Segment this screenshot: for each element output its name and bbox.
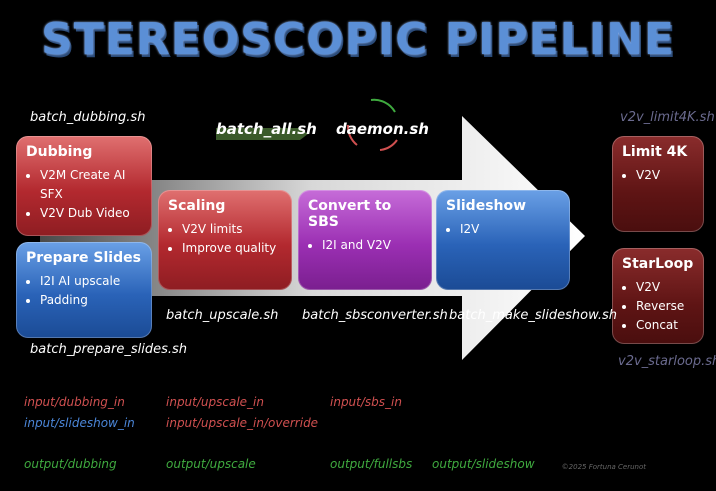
scaling-item: Improve quality xyxy=(182,239,282,258)
script-v2v-limit4k: v2v_limit4K.sh xyxy=(620,110,715,125)
limit4k-title: Limit 4K xyxy=(622,144,688,160)
prepare-slides-title: Prepare Slides xyxy=(26,250,141,266)
script-daemon: daemon.sh xyxy=(336,120,429,138)
prepare-slides-box: Prepare Slides I2I AI upscale Padding xyxy=(16,242,152,338)
script-batch-dubbing: batch_dubbing.sh xyxy=(30,110,146,125)
script-batch-make-slideshow: batch_make_slideshow.sh xyxy=(449,308,618,323)
scaling-box: Scaling V2V limits Improve quality xyxy=(158,190,292,290)
slideshow-title: Slideshow xyxy=(446,198,527,214)
limit4k-item: V2V xyxy=(636,166,694,185)
script-batch-prepare-slides: batch_prepare_slides.sh xyxy=(30,342,188,357)
input-sbs-folder: input/sbs_in xyxy=(330,395,402,409)
copyright: ©2025 Fortuna Cerunot xyxy=(561,463,646,471)
output-dubbing-folder: output/dubbing xyxy=(24,457,117,471)
daemon-cycle-icon xyxy=(346,98,398,151)
input-dubbing-folder: input/dubbing_in xyxy=(24,395,125,409)
script-batch-sbsconverter: batch_sbsconverter.sh xyxy=(302,308,448,323)
starloop-title: StarLoop xyxy=(622,256,694,272)
slideshow-box: Slideshow I2V xyxy=(436,190,570,290)
dubbing-title: Dubbing xyxy=(26,144,93,160)
script-v2v-starloop: v2v_starloop.sh xyxy=(618,354,716,369)
scaling-title: Scaling xyxy=(168,198,226,214)
scaling-item: V2V limits xyxy=(182,220,282,239)
script-batch-all: batch_all.sh xyxy=(216,120,317,138)
starloop-item: Reverse xyxy=(636,297,694,316)
batch-all-flow-icon xyxy=(216,128,308,140)
output-slideshow-folder: output/slideshow xyxy=(432,457,535,471)
prepare-item: I2I AI upscale xyxy=(40,272,142,291)
dubbing-item: V2V Dub Video xyxy=(40,204,142,223)
prepare-item: Padding xyxy=(40,291,142,310)
sbs-item: I2I and V2V xyxy=(322,236,422,255)
dubbing-item: V2M Create AI SFX xyxy=(40,166,142,204)
dubbing-box: Dubbing V2M Create AI SFX V2V Dub Video xyxy=(16,136,152,236)
sbs-title: Convert to SBS xyxy=(308,198,392,230)
sbs-box: Convert to SBS I2I and V2V xyxy=(298,190,432,290)
page-title: STEREOSCOPIC PIPELINE xyxy=(41,14,675,65)
slideshow-item: I2V xyxy=(460,220,560,239)
starloop-box: StarLoop V2V Reverse Concat xyxy=(612,248,704,344)
output-upscale-folder: output/upscale xyxy=(166,457,256,471)
output-fullsbs-folder: output/fullsbs xyxy=(330,457,413,471)
starloop-item: Concat xyxy=(636,316,694,335)
input-upscale-folder: input/upscale_in xyxy=(166,395,264,409)
input-slideshow-folder: input/slideshow_in xyxy=(24,416,135,430)
limit4k-box: Limit 4K V2V xyxy=(612,136,704,232)
starloop-item: V2V xyxy=(636,278,694,297)
input-upscale-override-folder: input/upscale_in/override xyxy=(166,416,319,430)
script-batch-upscale: batch_upscale.sh xyxy=(166,308,279,323)
